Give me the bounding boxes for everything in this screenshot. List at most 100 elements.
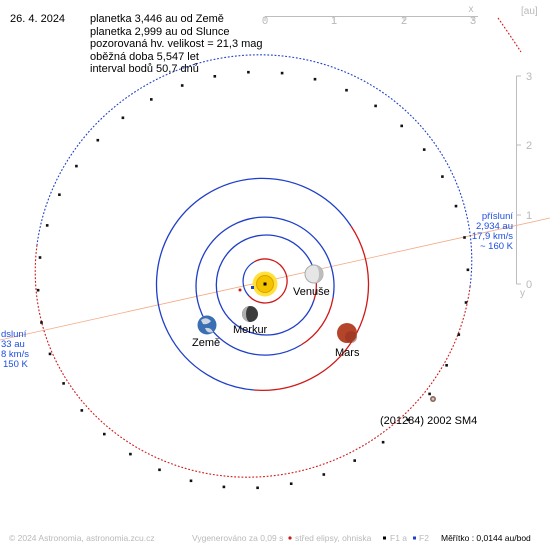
aphelion-temperature: 150 K <box>3 359 28 370</box>
mercury <box>242 306 258 322</box>
x-axis-label: x <box>469 4 474 15</box>
orbit-point <box>454 204 458 208</box>
perihelion-title: přísluní <box>482 211 514 222</box>
x-tick-label: 3 <box>470 15 476 27</box>
venus <box>304 264 324 284</box>
distance-from-earth: planetka 3,446 au od Země <box>90 13 224 25</box>
x-tick-label: 0 <box>262 15 268 27</box>
asteroid-label: (201284) 2002 SM4 <box>380 415 477 427</box>
observed-magnitude: pozorovaná hv. velikost = 21,3 mag <box>90 38 263 50</box>
orbit-point <box>213 75 217 78</box>
x-tick-label: 1 <box>331 15 337 27</box>
y-tick-label: 0 <box>526 279 532 291</box>
orbit-point <box>406 418 410 422</box>
orbit-point <box>422 148 426 151</box>
perihelion-temperature: ~ 160 K <box>480 241 514 252</box>
aphelion-speed: 8 km/s <box>1 349 29 360</box>
legend-f1-marker <box>383 536 386 540</box>
orbit-point <box>464 301 468 304</box>
legend-f2-marker <box>413 536 416 540</box>
mars <box>337 323 357 343</box>
legend-center-label: střed elipsy, ohniska <box>295 533 372 543</box>
x-axis-ticks <box>264 16 474 21</box>
orbit-point <box>75 164 78 168</box>
venus-orbit-near <box>215 234 315 336</box>
x-tick-label: 2 <box>401 15 407 27</box>
orbit-point <box>40 321 43 324</box>
orbit-point <box>80 409 84 412</box>
venus-shadow <box>314 265 323 283</box>
perihelion-speed: 17,9 km/s <box>472 231 513 242</box>
earth-disc <box>197 315 217 335</box>
focus-f1-marker <box>263 282 267 286</box>
asteroid-orbit-far <box>34 244 471 478</box>
mercury-orbit-near <box>242 261 255 297</box>
orbit-point <box>189 479 193 483</box>
legend-f1-label: F1 a <box>390 533 408 543</box>
orbit-point <box>222 485 226 489</box>
scale-label: Měřítko : 0,0144 au/bod <box>441 533 531 543</box>
y-tick-label: 2 <box>526 140 532 152</box>
orbit-point <box>256 486 259 490</box>
copyright-text: © 2024 Astronomia, astronomia.zcu.cz <box>9 533 155 543</box>
y-tick-label: 3 <box>526 71 532 83</box>
orbit-point <box>374 104 377 108</box>
orbit-point <box>289 482 293 485</box>
generation-time: Vygenerováno za 0,09 s <box>192 533 284 543</box>
perihelion-distance: 2,934 au <box>476 221 513 232</box>
orbit-point <box>129 452 132 456</box>
aphelion-distance: 33 au <box>1 339 25 350</box>
orbit-point <box>247 70 250 74</box>
orbit-point <box>428 392 431 396</box>
mars-orbit-near <box>155 177 352 391</box>
orbit-point <box>180 84 184 87</box>
orbit-point <box>441 175 444 178</box>
earth-orbit-far <box>300 297 334 346</box>
orbit-point <box>381 440 385 444</box>
orbit-point <box>36 288 40 292</box>
orbit-point <box>280 71 284 75</box>
earth <box>197 315 217 335</box>
orbit-point <box>103 432 106 436</box>
asteroid-orbit-points <box>36 70 470 490</box>
legend-f2-label: F2 <box>419 533 429 543</box>
orbit-point <box>45 224 49 227</box>
orbit-point <box>48 352 52 356</box>
orbit-point <box>445 364 448 367</box>
orbit-point <box>313 77 317 81</box>
orbit-point <box>345 88 348 92</box>
asteroid-marker <box>430 396 436 402</box>
orbit-point <box>121 116 125 120</box>
orbit-point <box>322 473 326 476</box>
earth-orbit-near <box>195 216 335 356</box>
orbit-point <box>158 468 161 472</box>
distance-from-sun: planetka 2,999 au od Slunce <box>90 25 230 38</box>
coordinate-axes <box>264 16 521 285</box>
y-axis-ticks <box>516 75 521 285</box>
orbit-point <box>150 98 153 101</box>
y-tick-label: 1 <box>526 210 532 222</box>
asteroid-dot-inner <box>431 397 435 401</box>
mars-label: Mars <box>335 347 360 359</box>
aphelion-title: dsluní <box>1 329 27 340</box>
observation-date: 26. 4. 2024 <box>10 13 66 25</box>
mercury-orbit-far <box>248 258 288 304</box>
orbit-point <box>463 236 466 239</box>
ellipse-center-marker <box>238 288 242 292</box>
earth-label: Země <box>192 337 220 349</box>
info-block: planetka 3,446 au od Země planetka 2,999… <box>90 13 263 76</box>
orbit-point <box>353 459 356 462</box>
earth-continents <box>201 318 213 333</box>
orbit-point <box>466 268 470 272</box>
mercury-label: Merkur <box>233 324 268 336</box>
focus-f2-marker <box>251 286 254 289</box>
orbit-point <box>457 333 461 336</box>
venus-label: Venuše <box>293 286 330 298</box>
y-axis-label: y <box>520 288 525 299</box>
orbit-point <box>400 124 403 128</box>
legend-center-marker <box>288 536 292 540</box>
orbit-point <box>62 382 65 385</box>
orbit-point <box>38 256 42 259</box>
point-interval: interval bodů 50,7 dnů <box>90 63 199 75</box>
